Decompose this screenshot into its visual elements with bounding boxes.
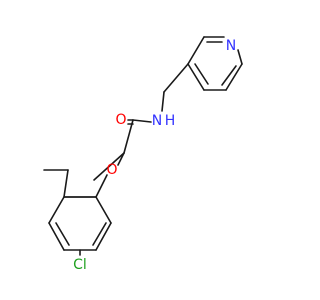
bond	[93, 152, 125, 181]
bond	[225, 63, 243, 91]
oxygen-label: O	[106, 162, 117, 178]
atom-ether-oxygen: O	[106, 162, 117, 178]
bond	[117, 152, 125, 166]
chlorine-label: Cl	[73, 257, 87, 273]
bond	[161, 91, 165, 112]
nitrogen-label: N	[226, 38, 236, 54]
bond	[55, 222, 70, 246]
atom-chlorine: Cl	[73, 257, 87, 273]
linker-bonds	[93, 63, 189, 198]
oxygen-label: O	[115, 112, 126, 128]
bond	[95, 174, 108, 198]
bond	[95, 222, 112, 251]
bond	[95, 196, 112, 224]
bond	[163, 63, 189, 93]
bond	[132, 119, 152, 123]
atom-carbonyl-oxygen: O	[115, 112, 126, 128]
pyridine-ring-bonds	[187, 36, 243, 91]
bond	[221, 65, 237, 86]
bond	[187, 63, 205, 91]
atom-pyridine-nitrogen: N	[226, 38, 236, 54]
bond	[194, 63, 209, 85]
bond	[237, 49, 243, 65]
bond	[48, 196, 65, 224]
bond	[187, 36, 205, 65]
hydrogen-label: H	[165, 113, 176, 129]
bond	[123, 119, 134, 154]
atom-amide-nitrogen: N H	[152, 113, 176, 129]
nitrogen-label: N	[152, 113, 162, 129]
chlorotoluene-ring-bonds	[43, 169, 112, 256]
bond	[92, 222, 107, 246]
bond	[48, 222, 65, 251]
chemical-structure-diagram: N N H O O Cl	[43, 36, 243, 273]
bond	[63, 169, 69, 198]
